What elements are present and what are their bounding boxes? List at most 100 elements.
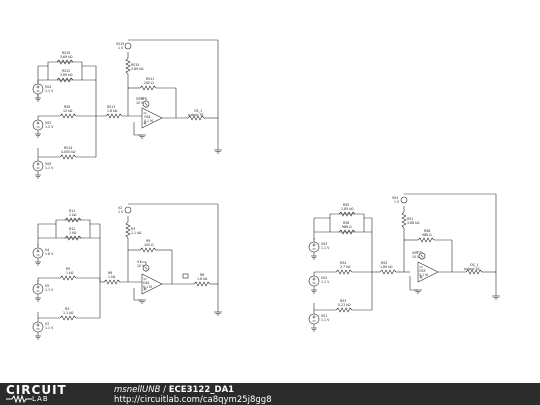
opamp-name: OS3 [419, 269, 426, 273]
resistor-value: 1 kΩ [66, 271, 74, 275]
schematic-canvas: VS4 1.1 V VS5 1.2 V VS6 1.1 V RS10 3.89 … [32, 39, 501, 340]
voltage-source [32, 317, 44, 340]
voltage-source [32, 243, 44, 266]
resistor-value: 1.1 kΩ [131, 231, 142, 235]
resistor-name: R6 [108, 271, 112, 275]
resistor-name: RS9 [64, 105, 70, 109]
resistor [401, 211, 407, 229]
resistor-value: 1 kΩ [69, 231, 77, 235]
circuit-url-link[interactable]: http://circuitlab.com/ca8qym25j8gg8 [114, 395, 272, 405]
ground-icon [213, 149, 223, 154]
source-name: VS1 [321, 314, 327, 318]
source-value: 1.1 V [321, 318, 330, 322]
voltage-source [32, 79, 44, 102]
ground-icon [137, 134, 147, 139]
opamp-value: 0.1 M [144, 119, 153, 123]
circuit-credit: msnellUNB / ECE3122_DA1 [114, 385, 234, 395]
resistor-value: 100 Ω [144, 243, 154, 247]
source-name: VS5 [45, 121, 51, 125]
circuit-1: VS4 1.1 V VS5 1.2 V VS6 1.1 V RS10 3.89 … [32, 39, 223, 179]
probe-name: V1 [137, 260, 141, 264]
source-value: 1.2 V [45, 125, 54, 129]
resistor-value: 2.7 kΩ [340, 265, 351, 269]
source-value: 1.1 V [45, 288, 54, 292]
supply-value: 1 V [394, 200, 400, 204]
source-name: V3 [45, 322, 49, 326]
resistor-name: RS3 [340, 299, 346, 303]
resistor-name: RS14 [64, 146, 72, 150]
resistor [125, 57, 131, 75]
output-value: output 35 [464, 267, 480, 271]
opamp-value: 0.1 M [143, 285, 152, 289]
resistor-name: R9 [146, 239, 150, 243]
resistor [125, 221, 131, 239]
output-name: OS_1 [194, 109, 202, 113]
resistor [59, 113, 77, 119]
footer-bar: CIRCUIT LAB msnellUNB / ECE3122_DA1 http… [0, 383, 540, 405]
source-name: VS3 [321, 242, 327, 246]
source-name: V5 [45, 284, 49, 288]
resistor-name: RS13 [107, 105, 115, 109]
source-value: 1.1 V [45, 89, 54, 93]
probe-name: VS16 [136, 97, 144, 101]
supply-value: 1 V [118, 210, 124, 214]
resistor-value: 12 kΩ [63, 109, 73, 113]
circuit-3: VS3 1.1 V VS2 1.1 V VS1 1.1 V RS5 1.85 k… [308, 193, 501, 332]
supply-node [400, 196, 408, 204]
resistor-name: R4 [65, 307, 69, 311]
supply-name: VS15 [116, 42, 124, 46]
circuitlab-logo[interactable]: CIRCUIT LAB [6, 384, 94, 404]
resistor-value: 1 kΩ [69, 213, 77, 217]
source-value: 1.8 V [45, 252, 54, 256]
resistor-name: RS15 [131, 63, 139, 67]
resistor-name: RS6 [343, 221, 349, 225]
resistor-value: 1.1 kΩ [63, 311, 74, 315]
source-value: 1.1 V [321, 246, 330, 250]
source-value: 1.1 V [45, 166, 54, 170]
resistor-value: 200 Ω [144, 81, 154, 85]
logo-text-bottom: LAB [32, 395, 49, 403]
resistor-value: 1.85 kΩ [341, 207, 354, 211]
probe-icon [418, 252, 426, 260]
voltage-source [32, 156, 44, 179]
resistor-value: 3.89 kΩ [60, 73, 73, 77]
resistor-value: 3.89 kΩ [131, 67, 144, 71]
resistor [139, 247, 157, 253]
source-value: 1.1 V [45, 326, 54, 330]
opamp-name: OA1 [143, 281, 150, 285]
source-name: V4 [45, 248, 49, 252]
source-value: 1.1 V [321, 280, 330, 284]
source-name: VS2 [321, 276, 327, 280]
ground-icon [413, 289, 423, 294]
resistor-name: RS11 [146, 77, 154, 81]
probe-icon [142, 100, 150, 108]
supply-value: 1 V [118, 46, 124, 50]
resistor [193, 281, 211, 287]
supply-node [124, 42, 132, 50]
supply-name: VS4 [392, 196, 398, 200]
author-link[interactable]: msnellUNB [114, 385, 161, 395]
probe-value: 10 V [136, 101, 144, 105]
resistor-value: 986 Ω [422, 233, 432, 237]
circuit-name[interactable]: ECE3122_DA1 [168, 385, 235, 395]
probe-name: VS5 [412, 251, 418, 255]
resistor [59, 315, 77, 321]
resistor-squiggle-icon [6, 395, 32, 403]
resistor-value: 4.000 kΩ [61, 150, 76, 154]
source-name: VS6 [45, 162, 51, 166]
ground-icon [213, 311, 223, 316]
ground-icon [491, 295, 501, 300]
opamp-name: OS4 [144, 115, 151, 119]
source-name: VS4 [45, 85, 51, 89]
resistor [379, 269, 397, 275]
circuit-2: V4 1.8 V V5 1.1 V V3 1.1 V R11 1 kΩ R12 … [32, 203, 223, 340]
output-value: output 35 [188, 113, 204, 117]
resistor-name: RS2 [381, 261, 387, 265]
credit-separator: / [163, 385, 167, 395]
resistor-value: 986 Ω [342, 225, 352, 229]
logo-text-top: CIRCUIT [6, 383, 67, 397]
resistor-name: RS4 [340, 261, 346, 265]
resistor-value: 5.21 kΩ [338, 303, 351, 307]
ground-icon [137, 299, 147, 304]
resistor [139, 85, 157, 91]
